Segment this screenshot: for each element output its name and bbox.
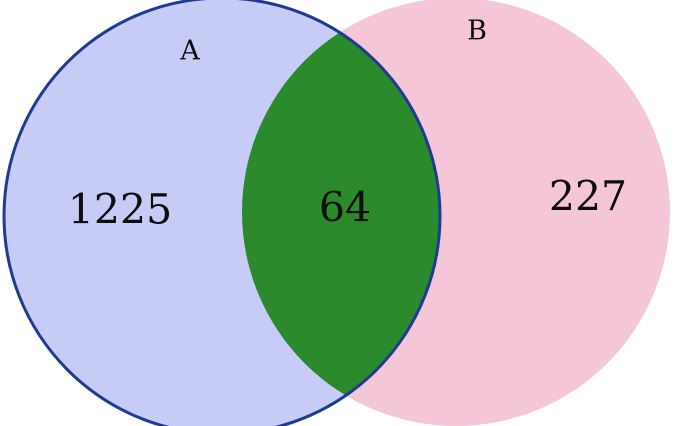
set-b-label: B (467, 15, 487, 47)
set-a-outline (2, 0, 442, 426)
set-a-label: A (180, 35, 200, 67)
count-b-only: 227 (548, 172, 628, 221)
intersection-region (242, 0, 440, 426)
count-intersection: 64 (318, 183, 372, 232)
count-a-only: 1225 (67, 185, 173, 234)
